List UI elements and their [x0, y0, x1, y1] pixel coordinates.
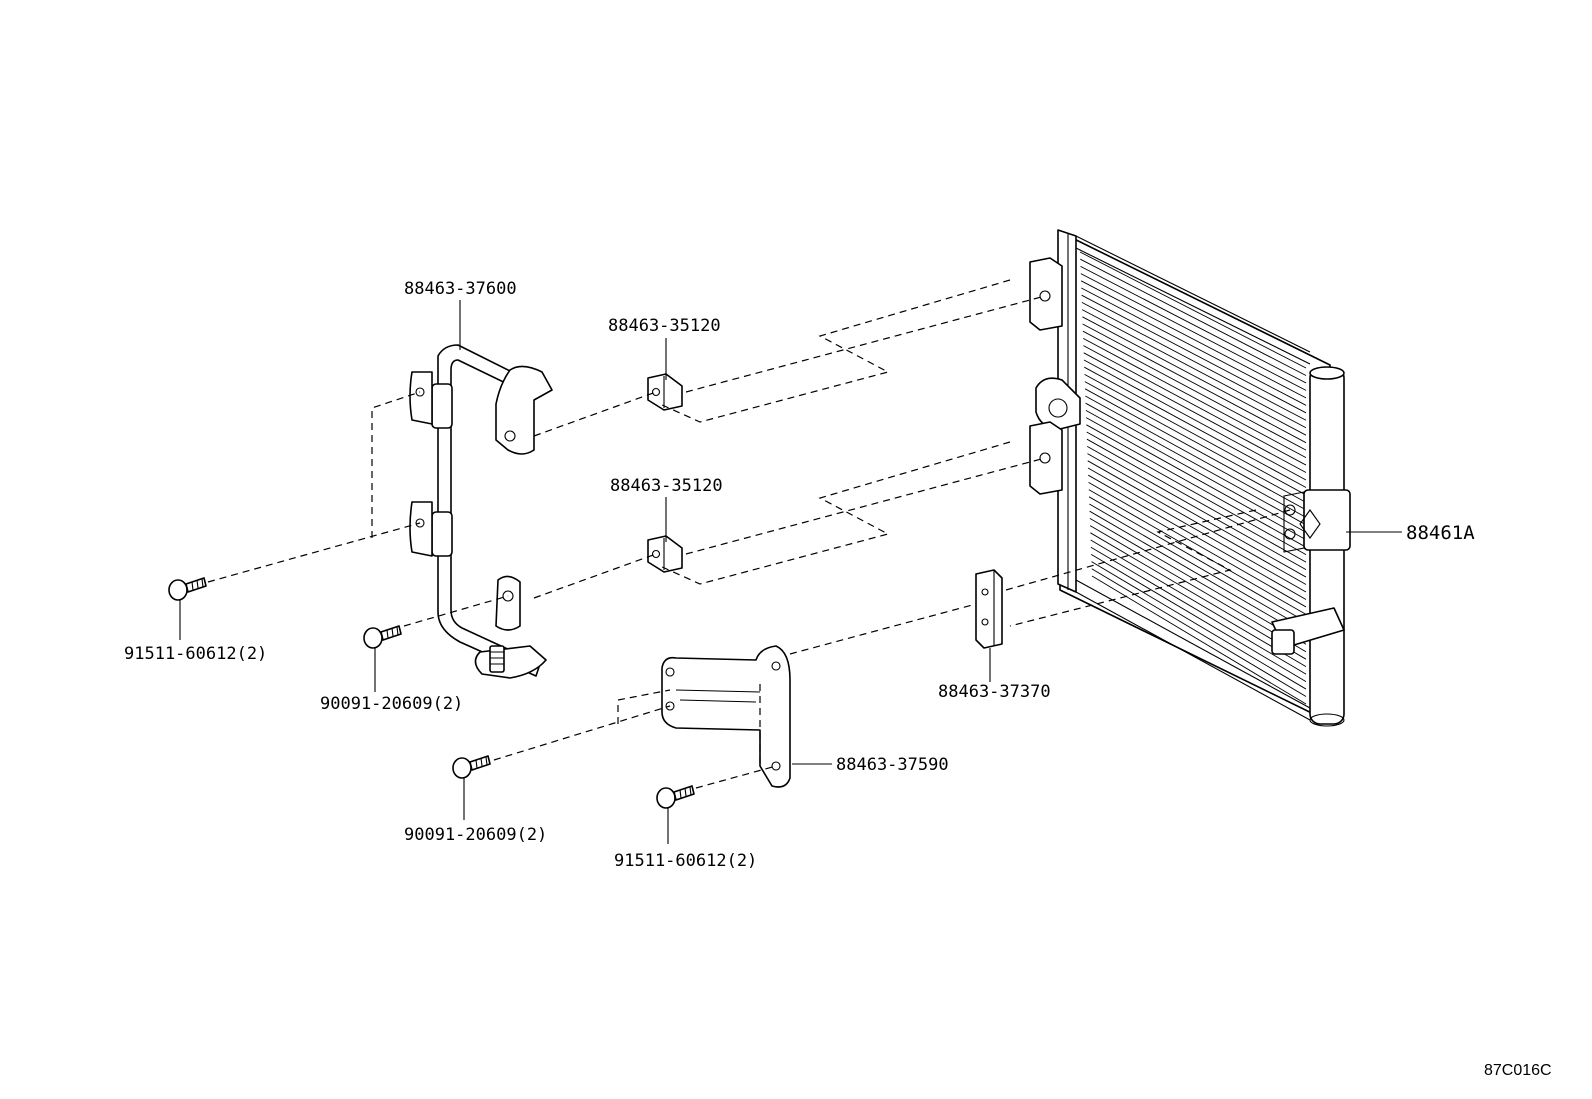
callout-bolt-lower-left: 90091-20609(2) [404, 825, 547, 845]
fin-line [1081, 294, 1307, 414]
fin-line [1089, 525, 1307, 653]
callout-condenser: 88461A [1406, 522, 1475, 544]
fin-line [1088, 474, 1307, 600]
fin-line [1082, 316, 1307, 436]
fin-line [1082, 330, 1307, 451]
fin-line [1089, 518, 1307, 645]
cushion-upper[interactable] [647, 373, 683, 411]
cushion-side[interactable] [975, 569, 1003, 649]
cushion-lower[interactable] [647, 535, 683, 573]
fin-line [1085, 417, 1307, 541]
callout-cushion-upper: 88463-35120 [608, 316, 721, 336]
fin-line [1079, 251, 1307, 369]
bolt-lower-left[interactable] [452, 755, 491, 779]
callout-bolt-bracket: 90091-20609(2) [320, 694, 463, 714]
condenser-fins [1079, 251, 1307, 705]
callout-tube-bracket: 88463-37600 [404, 279, 517, 299]
fin-line [1085, 402, 1307, 526]
fin-line [1086, 438, 1307, 563]
callout-cushion-side: 88463-37370 [938, 682, 1051, 702]
fin-line [1086, 446, 1307, 570]
fin-line [1090, 532, 1307, 660]
fin-line [1083, 359, 1307, 481]
fin-line [1087, 467, 1307, 593]
fin-line [1084, 381, 1307, 503]
fin-line [1091, 568, 1307, 697]
bolt-lower-mid[interactable] [656, 785, 695, 809]
assembly-lines [207, 279, 1291, 789]
fin-line [1091, 575, 1307, 705]
callout-bolt-lower-mid: 91511-60612(2) [614, 851, 757, 871]
bolt-bracket[interactable] [363, 625, 402, 649]
leader-lines [179, 300, 1402, 844]
callout-lower-bracket: 88463-37590 [836, 755, 949, 775]
fin-line [1090, 539, 1307, 668]
fin-line [1091, 561, 1307, 690]
fin-line [1080, 273, 1307, 391]
fin-line [1085, 410, 1307, 533]
fin-line [1090, 554, 1307, 682]
fin-line [1082, 323, 1307, 444]
fin-line [1084, 374, 1307, 496]
fin-line [1081, 287, 1307, 406]
fin-line [1080, 266, 1307, 384]
tube-bracket[interactable] [409, 344, 553, 679]
fin-line [1081, 309, 1307, 429]
fin-line [1085, 395, 1307, 518]
fin-line [1088, 482, 1307, 608]
condenser-assembly[interactable] [1029, 229, 1351, 727]
fin-line [1084, 388, 1307, 511]
fin-line [1088, 496, 1307, 623]
fin-line [1080, 258, 1307, 376]
fin-line [1082, 338, 1307, 458]
callout-bolt-left: 91511-60612(2) [124, 644, 267, 664]
fin-line [1090, 546, 1307, 675]
bolt-left[interactable] [168, 577, 207, 601]
fin-line [1083, 345, 1307, 466]
fin-line [1089, 503, 1307, 630]
fin-line [1086, 424, 1307, 548]
fin-line [1083, 352, 1307, 473]
fin-line [1080, 280, 1307, 399]
fin-line [1084, 366, 1307, 488]
drawing-code: 87C016C [1484, 1062, 1552, 1079]
lower-bracket[interactable] [661, 645, 791, 788]
callout-cushion-lower: 88463-35120 [610, 476, 723, 496]
fin-line [1081, 302, 1307, 421]
fin-line [1087, 453, 1307, 578]
fin-line [1088, 489, 1307, 615]
fin-line [1089, 510, 1307, 638]
fin-line [1086, 431, 1307, 556]
